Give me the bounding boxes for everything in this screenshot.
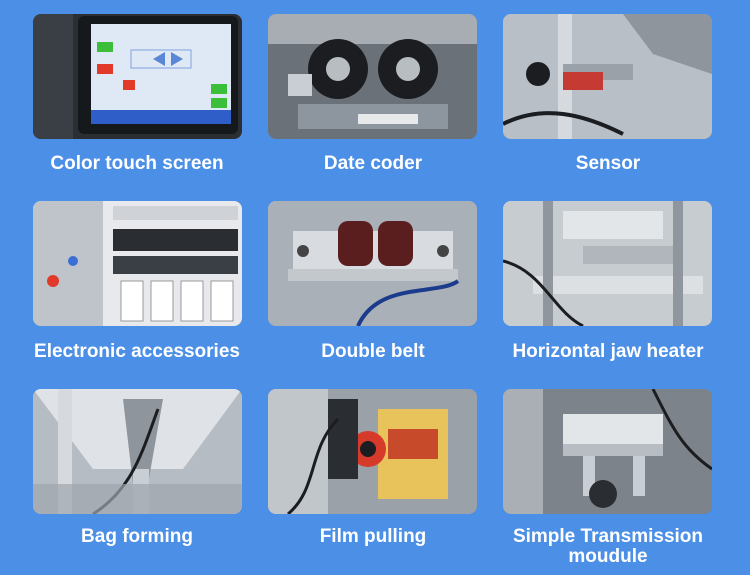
caption-horizontal-jaw-heater: Horizontal jaw heater (512, 341, 704, 362)
caption-double-belt: Double belt (321, 341, 425, 362)
film-pulling-photo (268, 389, 477, 514)
horizontal-jaw-heater-photo (503, 201, 712, 326)
caption-bag-forming: Bag forming (81, 526, 193, 547)
caption-color-touch-screen: Color touch screen (50, 153, 224, 174)
color-touch-screen-photo (33, 14, 242, 139)
date-coder-photo (268, 14, 477, 139)
caption-sensor: Sensor (575, 153, 641, 174)
electronic-accessories-photo (33, 201, 242, 326)
caption-line-2: moudule (568, 546, 648, 567)
caption-date-coder: Date coder (323, 153, 423, 174)
simple-transmission-module-photo (503, 389, 712, 514)
caption-film-pulling: Film pulling (319, 526, 427, 547)
bag-forming-photo (33, 389, 242, 514)
sensor-photo (503, 14, 712, 139)
caption-simple-transmission-module: Simple Transmission moudule (490, 527, 726, 567)
double-belt-photo (268, 201, 477, 326)
caption-electronic-accessories: Electronic accessories (34, 341, 240, 362)
caption-line-1: Simple Transmission (512, 526, 704, 547)
